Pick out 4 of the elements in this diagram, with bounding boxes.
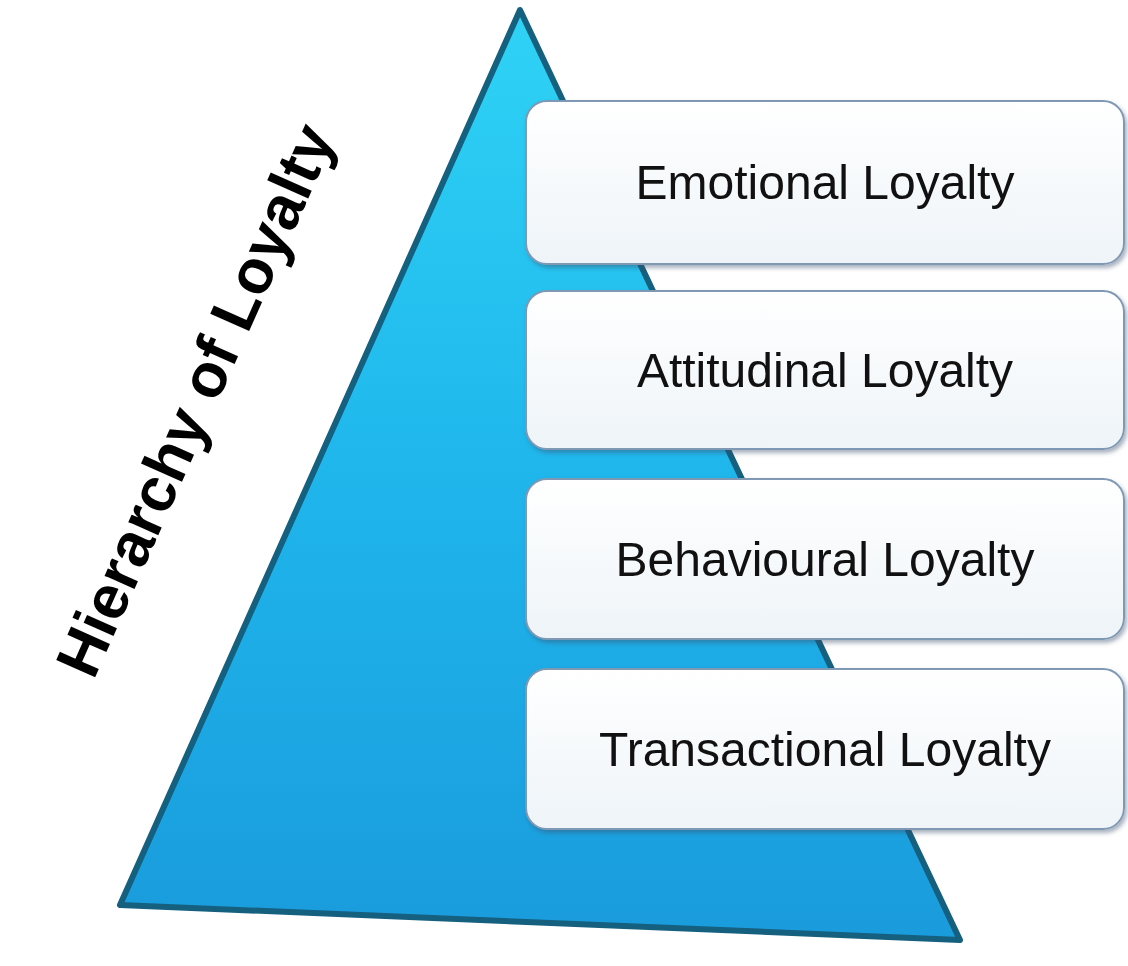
level-box: Behavioural Loyalty — [525, 478, 1125, 640]
level-box: Emotional Loyalty — [525, 100, 1125, 265]
level-box: Attitudinal Loyalty — [525, 290, 1125, 450]
level-box: Transactional Loyalty — [525, 668, 1125, 830]
